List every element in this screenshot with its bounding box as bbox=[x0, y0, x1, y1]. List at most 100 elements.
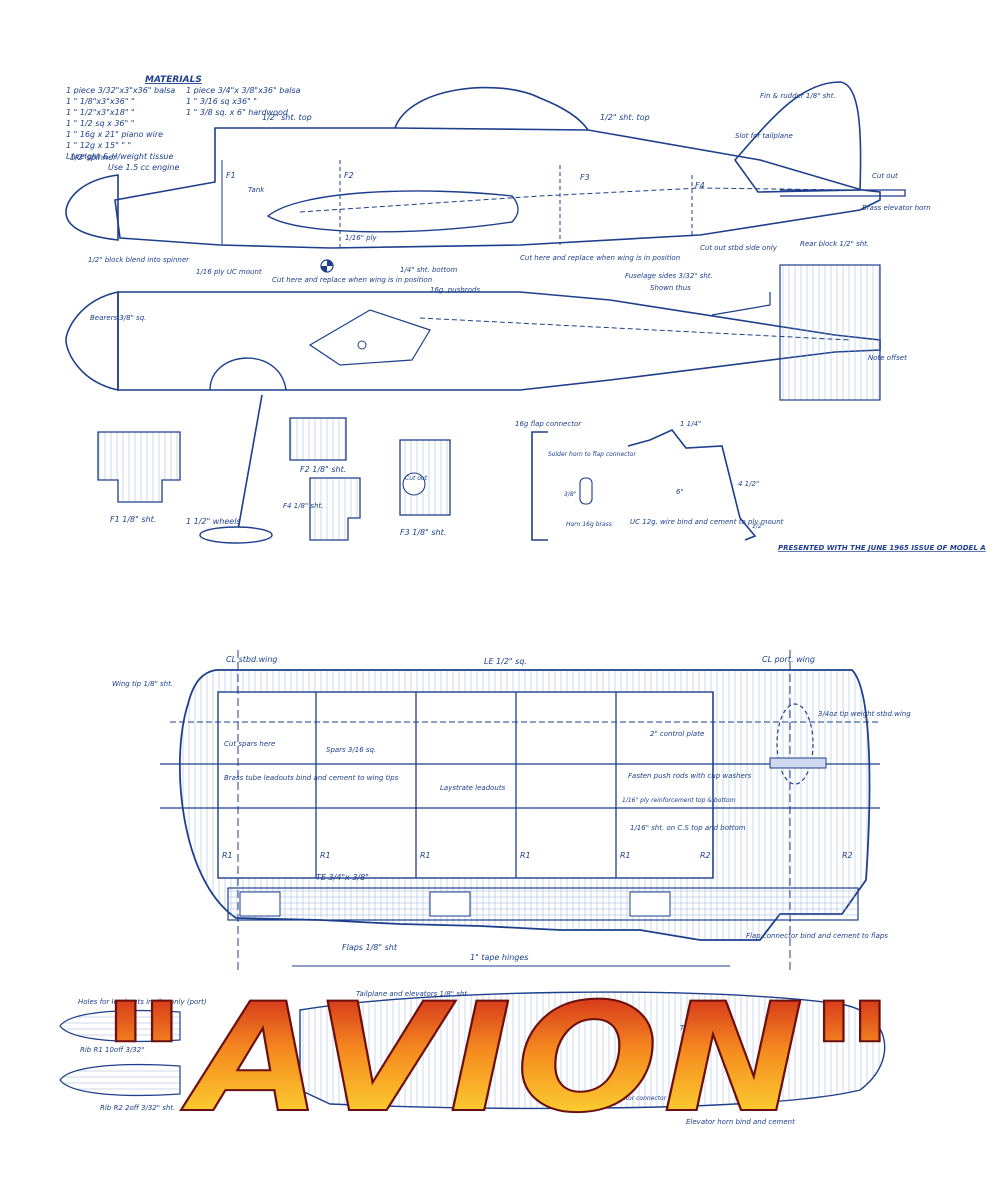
dim-6-label: 6" bbox=[676, 488, 684, 496]
ply-uc-label: 1/16 ply UC mount bbox=[196, 268, 262, 276]
control-plate-label: 2" control plate bbox=[650, 730, 704, 738]
cut-out-stbd-label: Cut out stbd side only bbox=[700, 244, 778, 252]
part-f4-label: F4 1/8" sht. bbox=[283, 502, 323, 510]
horn-plate bbox=[579, 477, 593, 505]
rib-r1-label-1: R1 bbox=[222, 851, 233, 860]
former-parts: F1 1/8" sht. F2 1/8" sht. F4 1/8" sht. C… bbox=[97, 417, 451, 541]
materials-right-1: 1 piece 3/4"x 3/8"x36" balsa bbox=[186, 86, 301, 95]
solder-horn-label: Solder horn to flap connector bbox=[548, 451, 636, 458]
tape-hinges-label: 1" tape hinges bbox=[470, 953, 528, 962]
rear-block-label: Rear block 1/2" sht. bbox=[800, 240, 869, 248]
tailplane-label: Tailplane and elevators 1/8" sht. bbox=[356, 990, 469, 998]
stab-top-view bbox=[779, 264, 881, 401]
brass-tube-label: Brass tube leadouts bind and cement to w… bbox=[224, 774, 399, 782]
flap-conn-label: Flap connector bind and cement to flaps bbox=[746, 932, 888, 940]
shown-thus-label: Shown thus bbox=[650, 284, 691, 292]
flap-connector-detail: 16g flap connector Solder horn to flap c… bbox=[515, 420, 784, 541]
sheet-top-front-label: 1/2" sht. top bbox=[262, 113, 312, 122]
rib-r1-label-3: R1 bbox=[420, 851, 431, 860]
wing-plan: CL stbd.wing LE 1/2" sq. CL port. wing W… bbox=[112, 650, 911, 970]
rib-r1-label-5: R1 bbox=[620, 851, 631, 860]
spinner-label: 1/2"spinner bbox=[70, 153, 117, 162]
materials-line-7: L/weight & H/weight tissue bbox=[66, 152, 173, 161]
rib-r2-part-label: Rib R2 2off 3/32" sht. bbox=[100, 1104, 175, 1112]
materials-line-5: 1 " 16g x 21" piano wire bbox=[66, 130, 163, 139]
fuselage-top-view: Bearers 3/8" sq. 16g. pushrods Note offs… bbox=[65, 264, 907, 544]
former-f2-part bbox=[289, 417, 347, 461]
former-f1-label: F1 bbox=[226, 171, 236, 180]
elevator-connector-label: 16g Elevator connector bbox=[596, 1095, 667, 1102]
wheels-label: 1 1/2" wheels bbox=[186, 517, 241, 526]
wing-bay-frame bbox=[217, 691, 714, 879]
sheet-top-rear-label: 1/2" sht. top bbox=[600, 113, 650, 122]
dim-412-label: 4 1/2" bbox=[738, 480, 759, 488]
materials-title: MATERIALS bbox=[145, 75, 202, 85]
elevator-horn-label: Elevator horn bind and cement bbox=[686, 1118, 795, 1126]
block-blend-label: 1/2" block blend into spinner bbox=[88, 256, 190, 264]
fuselage-side-view: 1/2"spinner 1/2" sht. top 1/2" sht. top … bbox=[65, 81, 931, 292]
ply-label: 1/16" ply bbox=[345, 234, 378, 242]
tip-weight-label: 3/4oz tip weight stbd.wing bbox=[818, 710, 911, 718]
horn-label: Horn 16g brass bbox=[566, 521, 612, 528]
flap-hinge-blocks bbox=[239, 891, 671, 917]
materials-line-3: 1 " 1/2"x3"x18" " bbox=[66, 108, 135, 117]
tank-label: Tank bbox=[248, 186, 265, 194]
reinforcement-plate bbox=[769, 757, 827, 769]
flaps-label: Flaps 1/8" sht bbox=[342, 943, 398, 952]
sht-cs-label: 1/16" sht. on C.S top and bottom bbox=[630, 824, 746, 832]
trailing-edge bbox=[227, 887, 859, 921]
hinge-block-1 bbox=[239, 891, 281, 917]
fin-rudder-label: Fin & rudder 1/8" sht. bbox=[760, 92, 836, 100]
dim-12-label: 1/2" bbox=[752, 523, 765, 530]
uc-wire bbox=[237, 394, 263, 531]
wheel-arc bbox=[209, 357, 287, 391]
former-f4-label: F4 bbox=[695, 181, 705, 190]
tailplane-part bbox=[299, 991, 886, 1110]
cut-out-label: Cut out bbox=[872, 172, 898, 180]
dim-38-label: 3/8" bbox=[564, 491, 577, 498]
cut-here-left-label: Cut here and replace when wing is in pos… bbox=[272, 276, 432, 284]
former-f3-cutout bbox=[402, 472, 426, 496]
reinforcement-label: 1/16" ply reinforcement top & bottom bbox=[622, 797, 736, 804]
fuselage-body-top bbox=[117, 291, 881, 391]
pushrod-bend bbox=[711, 292, 771, 316]
materials-line-4: 1 " 1/2 sq x 36" " bbox=[66, 119, 134, 128]
pushrod-side bbox=[299, 187, 851, 213]
holes-label: Holes for lead outs in ribs only (port) bbox=[78, 998, 207, 1006]
hinge-block-3 bbox=[629, 891, 671, 917]
former-f1-part bbox=[97, 431, 181, 503]
bellcrank-plate bbox=[308, 309, 431, 366]
wing-tip-label: Wing tip 1/8" sht. bbox=[112, 680, 173, 688]
former-f3-label: F3 bbox=[580, 173, 590, 182]
slot-tailplane-label: Slot for tailplane bbox=[735, 132, 793, 140]
spars-label: Spars 3/16 sq. bbox=[326, 746, 376, 754]
part-f1-label: F1 1/8" sht. bbox=[110, 515, 156, 524]
spinner-top bbox=[65, 291, 119, 391]
part-f3-label: F3 1/8" sht. bbox=[400, 528, 446, 537]
tailplane-side bbox=[780, 189, 906, 197]
rib-r1-label-2: R1 bbox=[320, 851, 331, 860]
materials-line-1: 1 piece 3/32"x3"x36" balsa bbox=[66, 86, 175, 95]
te-label: TE 3/4"x 3/8" bbox=[316, 873, 369, 882]
uc-wire-detail bbox=[627, 429, 757, 541]
materials-line-2: 1 " 1/8"x3"x36" " bbox=[66, 97, 135, 106]
rib-r1-part-label: Rib R1 10off 3/32" bbox=[80, 1046, 144, 1054]
spinner-side bbox=[65, 174, 119, 241]
uc-label: UC 12g. wire bind and cement to ply moun… bbox=[630, 518, 784, 526]
avion-logo-text: "AVION" bbox=[100, 972, 900, 1146]
fin-rudder bbox=[733, 81, 862, 193]
bottom-sheet-label: 1/4" sht. bottom bbox=[400, 266, 457, 274]
cut-here-right-label: Cut here and replace when wing is in pos… bbox=[520, 254, 680, 262]
materials-right-3: 1 " 3/8 sq. x 6" hardwood bbox=[186, 108, 289, 117]
cl-port-label: CL port. wing bbox=[762, 655, 815, 664]
materials-right-2: 1 " 3/16 sq x36" " bbox=[186, 97, 257, 106]
fasten-label: Fasten push rods with cup washers bbox=[628, 772, 752, 780]
flap-connector-wire bbox=[531, 431, 548, 541]
avion-logo: "AVION" bbox=[99, 971, 900, 1147]
bearers-label: Bearers 3/8" sq. bbox=[90, 314, 146, 322]
canopy-outline bbox=[394, 86, 589, 131]
le-label: LE 1/2" sq. bbox=[484, 657, 527, 666]
rib-r2-label-1: R2 bbox=[700, 851, 711, 860]
fuselage-body-side bbox=[114, 127, 881, 249]
